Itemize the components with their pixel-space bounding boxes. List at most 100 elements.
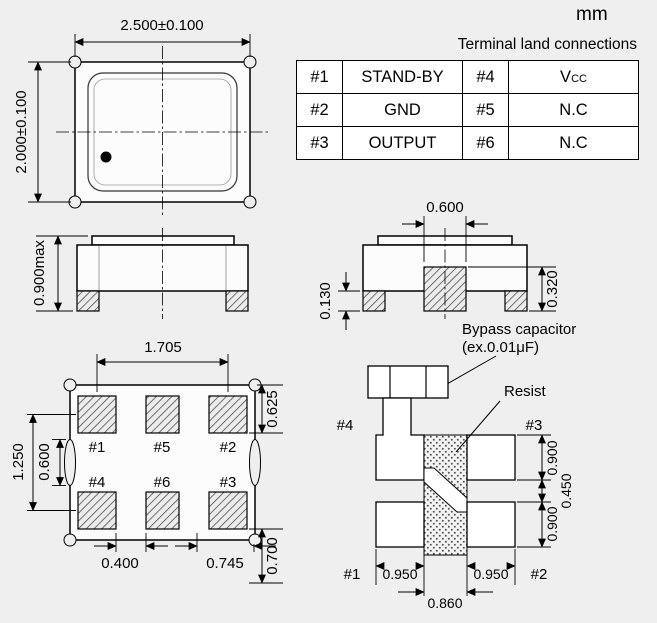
pad-gap-dimension: 0.400: [94, 533, 168, 572]
castellation-dimension: 0.600: [36, 438, 66, 487]
pin-number-cell: #6: [462, 126, 509, 160]
mid-gap-label: 0.450: [558, 473, 574, 508]
top-height-dim-label: 2.000±0.100: [13, 90, 30, 173]
pin-function-cell: N.C: [508, 126, 639, 160]
center-pad-height-label: 0.320: [544, 270, 561, 308]
terminal-pad: [362, 290, 386, 312]
mid-gap-dimension: 0.450: [517, 473, 574, 509]
pin-number-cell: #4: [462, 60, 509, 94]
table-row: #2 GND #5 N.C: [296, 93, 639, 127]
corner-castellation: [63, 378, 77, 392]
pad3-height-label: 0.900: [544, 440, 560, 475]
pad2-width-dimension: 0.950: [466, 549, 516, 596]
lid-profile: [91, 235, 235, 246]
pad-2: [208, 395, 248, 434]
land-pad-label: #1: [344, 566, 361, 583]
table-row: #3 OUTPUT #6 N.C: [296, 126, 639, 160]
center-width-dimension: 0.860: [398, 588, 493, 611]
terminal-land-table: #1 STAND-BY #4 VCC #2 GND #5 N.C #3 OUTP…: [296, 60, 639, 160]
resist-label: Resist: [504, 383, 547, 400]
center-pad-width-label: 0.600: [426, 199, 464, 216]
pad-top-offset-dimension: 0.625: [249, 384, 283, 434]
pad-4: [77, 491, 117, 530]
terminal-pad: [504, 290, 528, 312]
pad3-height-dimension: 0.900: [517, 434, 560, 481]
side-castellation: [64, 439, 76, 486]
pin-number-cell: #2: [296, 93, 343, 127]
castellation-label: 0.600: [36, 443, 53, 481]
front-view: 0.900max: [31, 228, 249, 319]
land-pattern-view: Bypass capacitor (ex.0.01μF) Resist #4 #…: [337, 321, 577, 611]
bypass-leader-line: [439, 355, 497, 389]
pad-label: #1: [89, 439, 106, 456]
pad-edge-dimension: 0.745: [175, 533, 276, 572]
pad-1: [77, 395, 117, 434]
pin-number-cell: #1: [296, 60, 343, 94]
pad2-width-label: 0.950: [473, 566, 508, 582]
pad-label: #2: [220, 439, 237, 456]
center-pad-width-dimension: 0.600: [402, 199, 488, 262]
pad-row-pitch-dimension: 1.250: [10, 413, 76, 512]
center-width-label: 0.860: [427, 595, 462, 611]
bypass-capacitor-value-label: (ex.0.01μF): [462, 339, 539, 356]
top-view: 2.500±0.100 2.000±0.100: [13, 17, 269, 218]
pad-span-dimension: 1.705: [96, 339, 229, 392]
land-pad-label: #4: [337, 417, 354, 434]
pin-number-cell: #5: [462, 93, 509, 127]
pad-3: [208, 491, 248, 530]
center-pad-height-dimension: 0.320: [468, 266, 561, 312]
pin-number-cell: #3: [296, 126, 343, 160]
vcc-subscript: CC: [571, 72, 587, 85]
land-pad-label: #2: [531, 566, 548, 583]
pin-function-cell: N.C: [508, 93, 639, 127]
pad2-height-dimension: 0.900: [517, 501, 560, 548]
pin-function-cell: STAND-BY: [342, 60, 463, 94]
pad2-height-label: 0.900: [544, 506, 560, 541]
max-height-dimension: 0.900max: [31, 235, 88, 312]
width-dimension: 2.500±0.100: [74, 17, 251, 57]
corner-castellation: [243, 55, 257, 69]
terminal-table-title: Terminal land connections: [457, 36, 637, 53]
pad-thickness-dimension: 0.130: [317, 272, 360, 330]
pad-bottom-offset-label: 0.700: [264, 537, 281, 575]
side-castellation: [249, 439, 261, 486]
pad-label: #5: [154, 439, 171, 456]
pad-label: #4: [89, 474, 106, 491]
pad-thickness-label: 0.130: [317, 282, 334, 320]
corner-castellation: [248, 533, 262, 547]
pad-row-pitch-label: 1.250: [10, 443, 27, 481]
pad-5: [145, 395, 180, 434]
pad-gap-label: 0.400: [101, 555, 139, 572]
pad1-width-label: 0.950: [382, 566, 417, 582]
corner-castellation: [63, 533, 77, 547]
units-label: mm: [576, 4, 608, 25]
land-pad-1: [375, 501, 425, 548]
land-pad-2: [466, 501, 516, 548]
top-width-dim-label: 2.500±0.100: [120, 17, 203, 34]
pad-label: #6: [154, 474, 171, 491]
pad-top-offset-label: 0.625: [264, 390, 281, 428]
land-pad-label: #3: [526, 417, 543, 434]
pin-function-cell: GND: [342, 93, 463, 127]
land-pad-4: [375, 397, 425, 481]
pin-function-cell: OUTPUT: [342, 126, 463, 160]
vcc-main: V: [560, 67, 572, 86]
terminal-pad: [76, 290, 100, 312]
bypass-capacitor-outline: [367, 365, 449, 399]
pad1-width-dimension: 0.950: [375, 549, 425, 596]
terminal-pad: [225, 290, 249, 312]
corner-castellation: [243, 195, 257, 209]
bottom-view: #1 #5 #2 #4 #6 #3 1.705 0.625: [10, 339, 283, 584]
table-row: #1 STAND-BY #4 VCC: [296, 60, 639, 94]
pad-label: #3: [220, 474, 237, 491]
pad-bottom-offset-dimension: 0.700: [249, 528, 283, 584]
land-pad-3: [466, 434, 516, 481]
side-view: 0.600 0.130 0.320: [317, 199, 561, 330]
pad-span-label: 1.705: [144, 339, 182, 356]
resist-leader-line: [455, 400, 501, 453]
front-height-dim-label: 0.900max: [31, 240, 48, 306]
height-dimension: 2.000±0.100: [13, 61, 71, 203]
pin-function-cell: VCC: [508, 60, 639, 94]
